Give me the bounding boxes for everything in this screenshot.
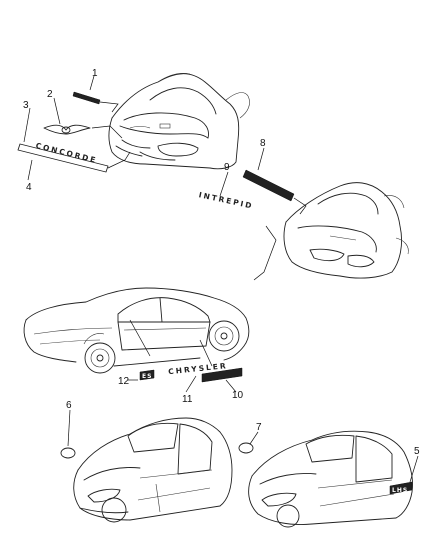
es-badge-12: ES [139,369,155,381]
callout-7: 7 [256,422,262,433]
wing-emblem-2 [43,124,91,135]
concorde-badge-10 [201,367,243,383]
rear-car-intrepid [283,182,409,279]
leaders-right-top [219,147,307,281]
leaders-top [23,75,131,181]
side-car-middle [23,287,250,374]
concorde-text: CONCORDE [35,141,98,165]
front-car-bottom-left [73,417,233,523]
medallion-6 [60,409,76,459]
callout-10: 10 [232,390,244,401]
callout-5: 5 [414,446,420,457]
lhs-text: LHS [392,487,408,494]
callout-9: 9 [224,162,230,173]
lhs-badge-5: LHS [389,455,419,495]
rear-car-top [108,72,250,170]
callout-6: 6 [66,400,72,411]
callout-1: 1 [92,68,98,79]
callout-3: 3 [23,100,29,111]
chrysler-badge-1 [72,91,101,105]
callout-8: 8 [260,138,266,149]
callout-11: 11 [182,394,193,405]
callout-4: 4 [26,182,32,193]
leaders-middle [128,319,237,393]
front-car-bottom-right [248,430,413,528]
callout-2: 2 [47,89,53,100]
callout-12: 12 [118,376,130,387]
intrepid-letters-9: INTREPID [198,190,254,210]
intrepid-text: INTREPID [198,190,254,210]
medallion-7 [238,431,259,454]
es-text: ES [142,373,152,380]
concorde-nameplate-4: CONCORDE [17,141,109,173]
dodge-badge-8: DODGE [242,169,295,202]
